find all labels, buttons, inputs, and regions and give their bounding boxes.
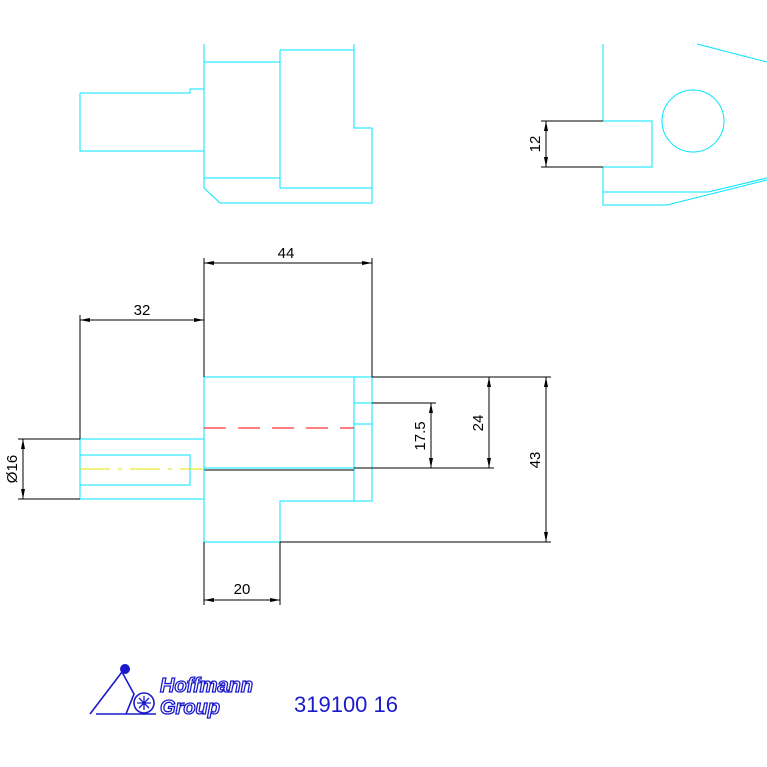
logo-line-1: Hoffmann [160, 675, 253, 697]
dimension-44: 44 [203, 245, 373, 377]
side-view [602, 43, 767, 206]
part-number: 319100 16 [294, 692, 398, 717]
dim-17-5-label: 17.5 [412, 421, 429, 450]
dim-24-label: 24 [470, 415, 487, 432]
side-view-lower-inner [603, 177, 767, 193]
dimension-32: 32 [79, 302, 204, 439]
side-view-lower-edge [602, 167, 767, 206]
top-view-shank-top [80, 88, 204, 94]
dimension-17-5: 17.5 [372, 402, 436, 469]
front-view [79, 376, 373, 543]
front-view-shank-bore [79, 454, 191, 486]
dim-12-label: 12 [527, 136, 544, 153]
logo-mark-icon [89, 664, 156, 715]
side-view-tongue [603, 120, 653, 168]
top-view [79, 44, 373, 204]
dimension-43: 43 [280, 376, 551, 543]
top-view-body-outline [203, 44, 373, 204]
logo-line-2: Group [160, 697, 220, 719]
top-view-shank [79, 93, 204, 152]
dimension-16: Ø16 [4, 438, 80, 500]
front-view-body [203, 376, 373, 543]
side-view-top-slope [696, 43, 767, 63]
side-view-hole [661, 89, 725, 153]
dim-44-label: 44 [278, 245, 295, 262]
dim-20-label: 20 [234, 581, 251, 598]
dim-43-label: 43 [527, 452, 544, 469]
dim-32-label: 32 [134, 302, 151, 319]
top-view-step [279, 50, 372, 189]
dimension-20: 20 [203, 542, 281, 605]
dimension-12: 12 [527, 120, 603, 168]
dimension-24: 24 [354, 376, 494, 469]
dim-16-label: Ø16 [4, 455, 21, 483]
hoffmann-group-logo: Hoffmann Group [89, 664, 254, 720]
